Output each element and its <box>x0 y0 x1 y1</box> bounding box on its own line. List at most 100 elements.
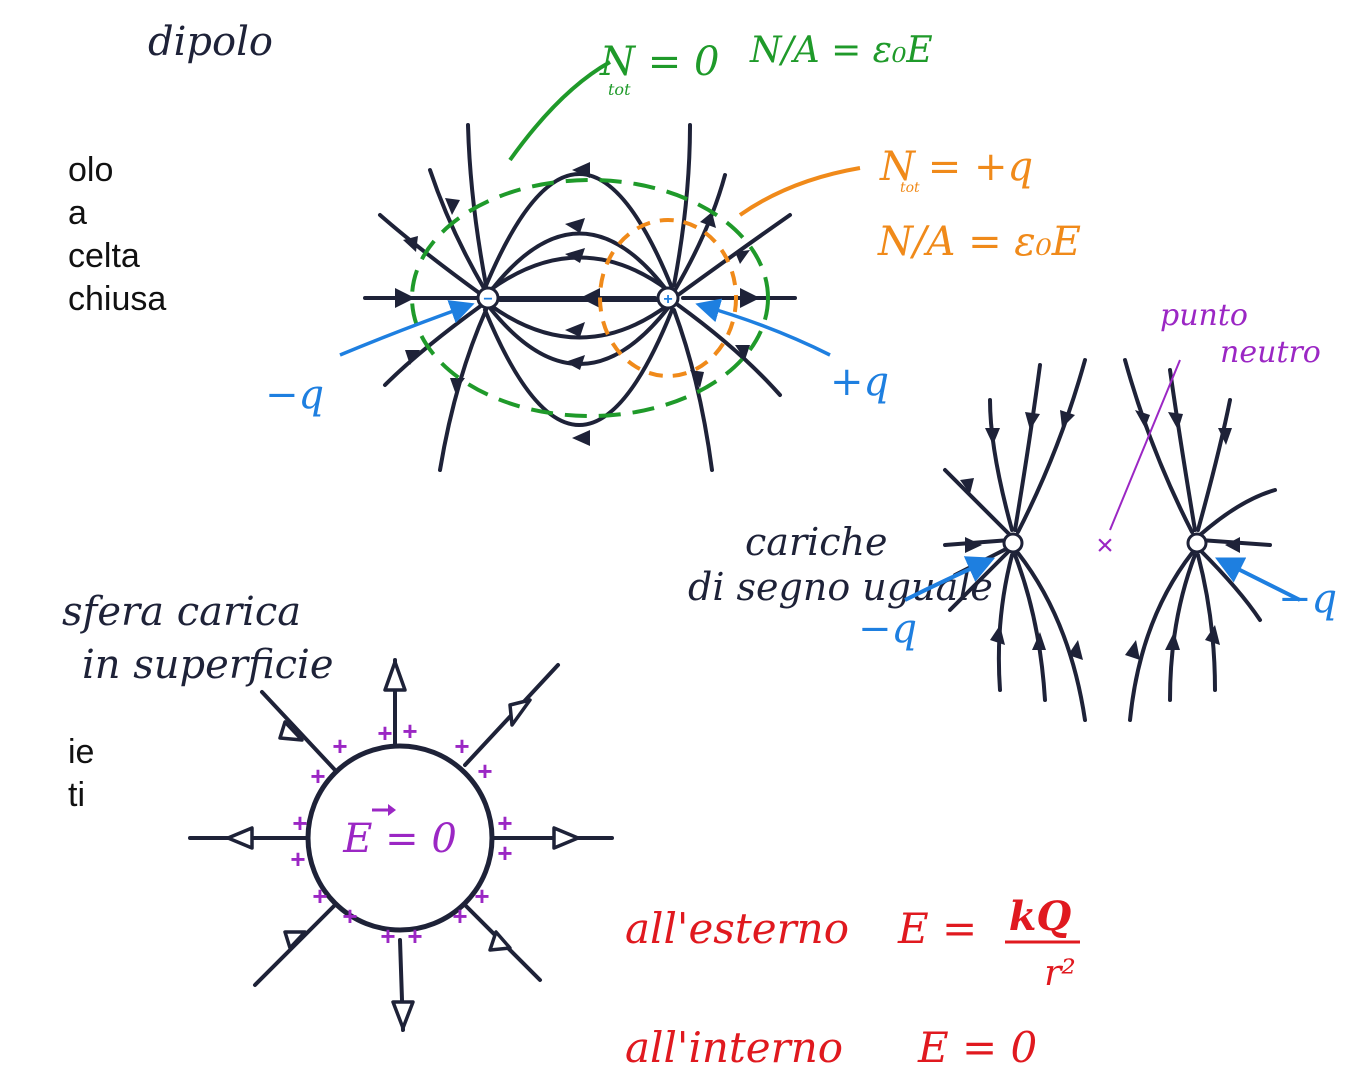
sphere-diagram: sfera carica in superficie + + + <box>62 589 614 1032</box>
pos-charge-pointer <box>695 298 831 357</box>
formulas: all'esterno E = kQ r² all'interno E = 0 <box>625 893 1080 1072</box>
left-cut-text-lower: ie ti <box>68 732 94 815</box>
arrowhead <box>1205 625 1220 645</box>
equal-charges-diagram: × punto neutro cariche di segno uguale −… <box>688 298 1337 722</box>
positive-charge-sign: + <box>663 291 672 308</box>
field-line <box>943 468 1012 537</box>
arrowhead <box>565 355 585 370</box>
orange-leader-line <box>738 166 861 217</box>
arrowhead <box>572 430 590 446</box>
arrowhead <box>985 428 1000 445</box>
field-line <box>672 123 692 287</box>
cut-line: chiusa <box>68 280 167 318</box>
plus-sign: + <box>377 718 392 748</box>
arrowhead <box>572 162 590 178</box>
green-leader-line <box>508 60 611 162</box>
dipole-arrowheads <box>395 162 760 446</box>
field-line <box>1123 358 1194 534</box>
field-line <box>1196 553 1217 692</box>
positive-charge <box>656 286 680 310</box>
field-line <box>676 303 782 397</box>
plus-sign: + <box>497 808 512 838</box>
plus-sign: + <box>477 756 492 786</box>
arrowhead <box>735 250 750 264</box>
plus-sign: + <box>310 761 325 791</box>
arrowhead <box>226 826 254 850</box>
arrowhead <box>1025 412 1040 430</box>
neutral-leader-line <box>1109 359 1181 531</box>
field-line <box>943 538 1012 547</box>
arrowhead <box>580 288 600 308</box>
arrowhead <box>960 478 974 494</box>
left-charge-pointer <box>904 556 996 602</box>
arrowhead <box>1218 428 1232 445</box>
plus-sign: + <box>407 921 422 951</box>
arrowhead <box>450 378 465 392</box>
charged-sphere <box>305 743 495 933</box>
arrowhead <box>1125 640 1140 660</box>
right-negative-charge <box>1186 532 1208 554</box>
equal-charges-arrowheads <box>960 410 1240 660</box>
cut-line: a <box>68 194 87 232</box>
orange-flux-ratio: N/A = ε₀E <box>877 219 1081 265</box>
orange-flux-sub: tot <box>900 180 920 196</box>
inside-field-label: E = 0 <box>342 816 457 862</box>
flux-value: = 0 <box>648 39 720 85</box>
neutral-point-mark: × <box>1096 529 1114 562</box>
surface-charges: + + + + + + + + + + + + + + + + <box>290 716 512 951</box>
right-charge-label: −q <box>1278 576 1337 622</box>
green-flux-zero: N = 0 <box>599 39 719 85</box>
cut-line: olo <box>68 151 114 189</box>
arrowhead <box>690 370 704 388</box>
arrowhead <box>283 930 307 950</box>
dipole-field-lines <box>363 123 797 472</box>
arrowhead <box>405 350 420 365</box>
arrowhead <box>965 537 982 553</box>
field-line <box>1013 363 1042 532</box>
field-line <box>672 308 714 472</box>
plus-sign: + <box>292 808 307 838</box>
field-line <box>483 172 674 290</box>
left-negative-charge <box>1002 532 1024 554</box>
field-line <box>673 173 727 292</box>
arrowhead <box>1168 412 1183 430</box>
arrowhead <box>445 198 460 215</box>
field-line <box>1168 553 1197 702</box>
inside-label: all'interno <box>625 1023 843 1072</box>
field-line <box>988 398 1014 532</box>
plus-sign: + <box>402 716 417 746</box>
arrowhead <box>565 218 585 233</box>
field-line <box>428 168 487 292</box>
flux-N: N <box>879 144 917 190</box>
field-line <box>1013 553 1047 702</box>
plus-sign: + <box>290 844 305 874</box>
neg-charge-label: −q <box>265 372 324 418</box>
right-charge-pointer <box>1214 557 1301 602</box>
arrowhead <box>735 345 750 360</box>
dipole-title: dipolo <box>148 19 273 65</box>
field-line <box>488 303 670 340</box>
arrowhead <box>488 930 512 952</box>
arrowhead <box>1135 410 1150 428</box>
equal-charges-label-1: cariche <box>745 520 888 564</box>
cut-line: celta <box>68 237 140 275</box>
arrowhead <box>1068 640 1083 660</box>
cut-line: ti <box>68 776 85 814</box>
field-line <box>1016 358 1087 534</box>
arrowhead <box>700 212 716 228</box>
field-line <box>466 123 488 287</box>
sphere-label-1: sfera carica <box>62 589 301 635</box>
field-line <box>1196 398 1232 532</box>
dipole-diagram: dipolo <box>148 19 1081 472</box>
arrowhead <box>1060 410 1075 428</box>
equal-charges-label-2: di segno uguale <box>688 565 993 609</box>
inside-eq: E = 0 <box>917 1023 1037 1072</box>
plus-sign: + <box>332 731 347 761</box>
arrowhead <box>395 288 415 308</box>
pos-charge-label: +q <box>830 359 889 405</box>
arrowhead <box>278 720 304 742</box>
left-cut-text-upper: olo a celta chiusa <box>68 150 166 319</box>
arrowhead <box>565 322 585 337</box>
arrowhead <box>391 1000 415 1030</box>
arrowhead <box>403 236 418 252</box>
